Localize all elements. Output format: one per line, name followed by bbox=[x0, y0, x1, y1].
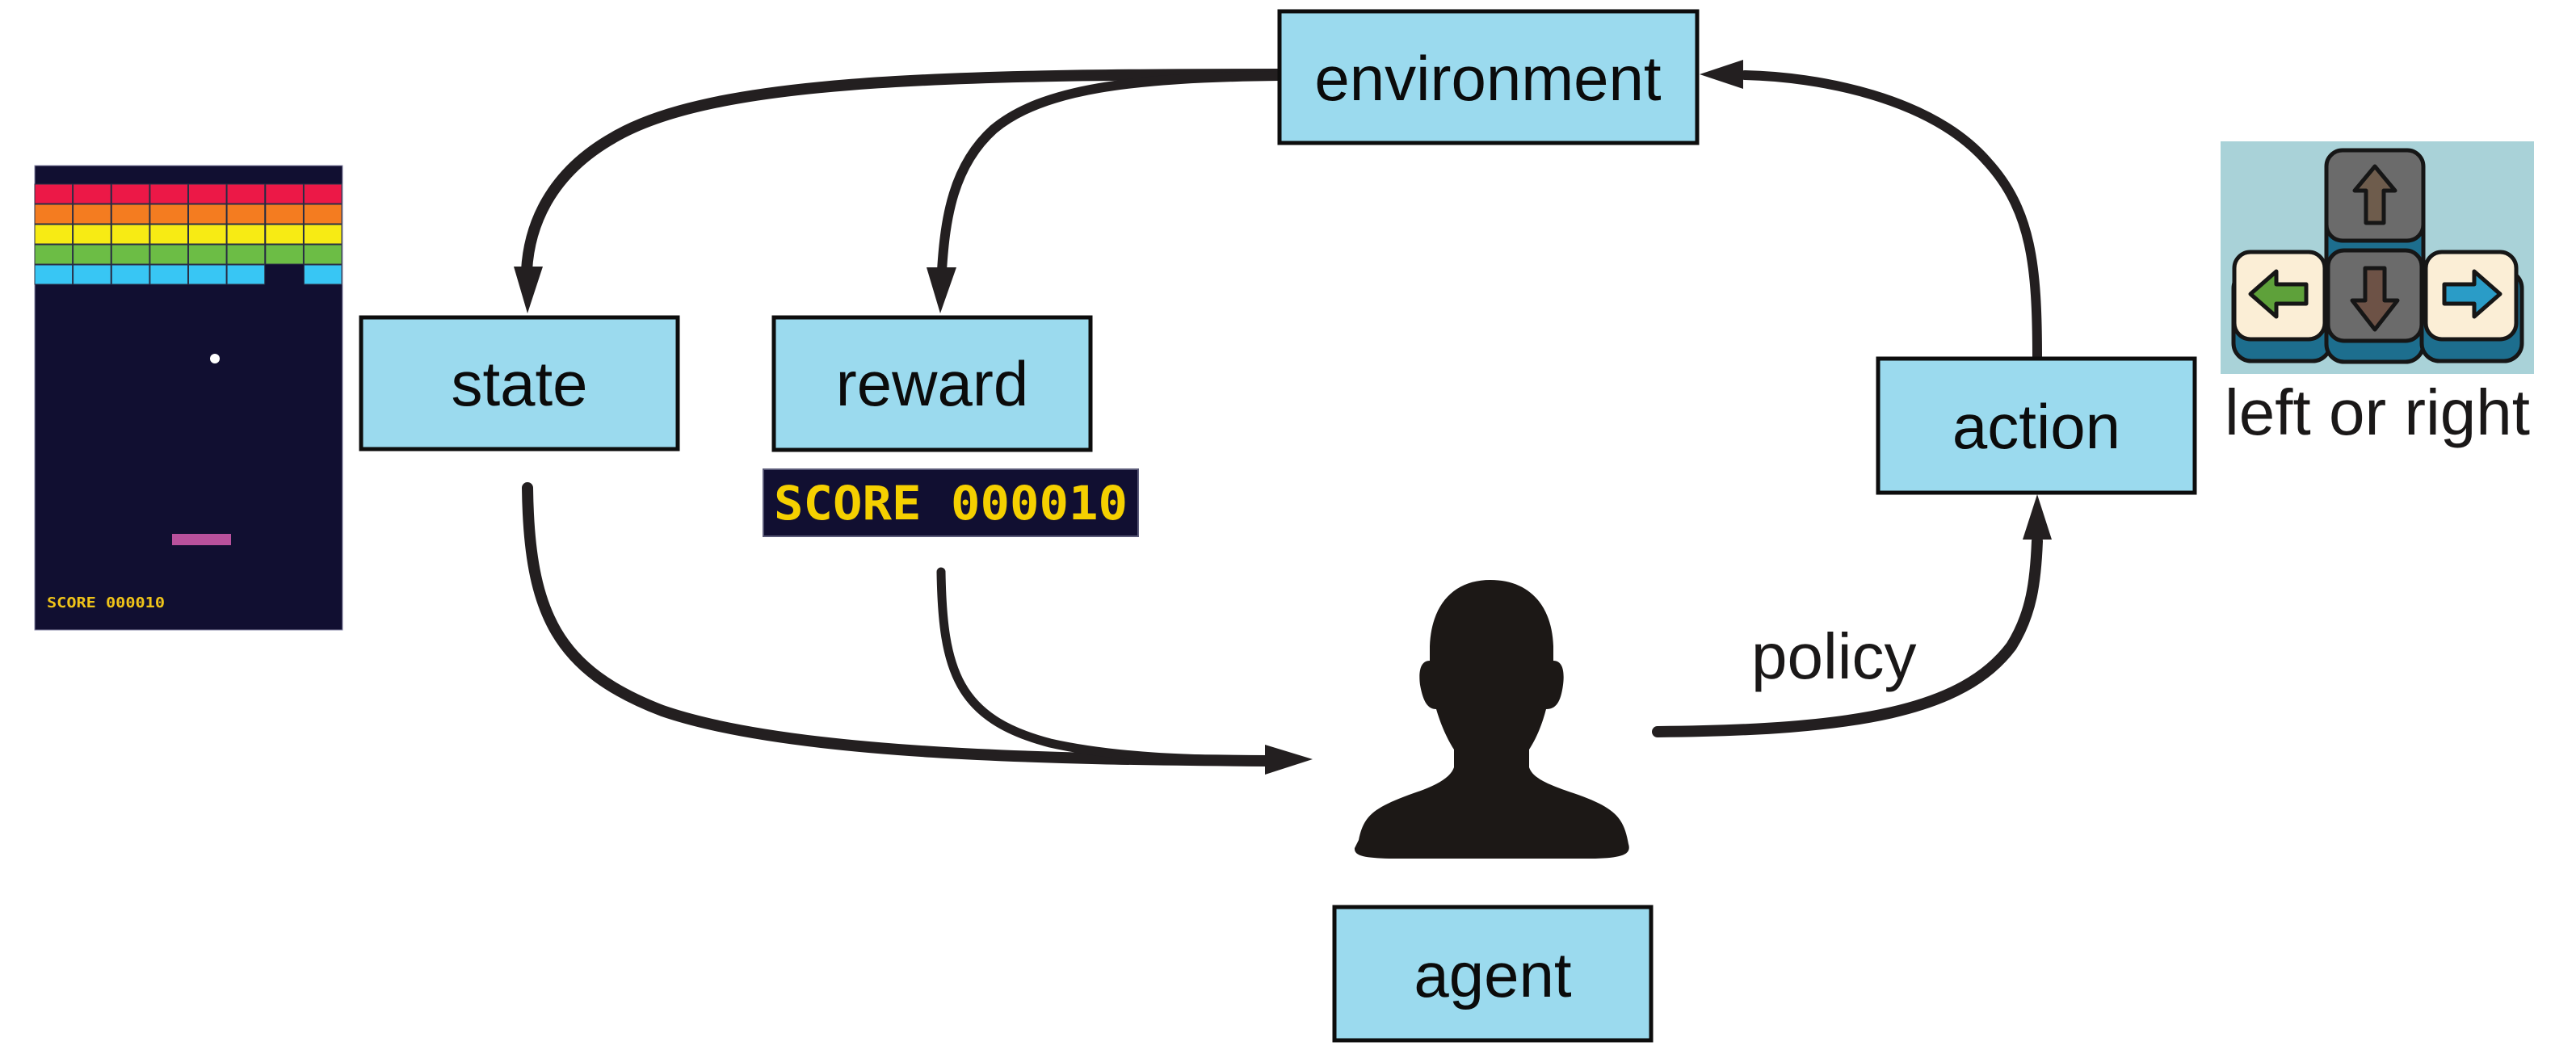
brick bbox=[111, 244, 150, 265]
brick bbox=[188, 244, 227, 265]
brick bbox=[226, 204, 266, 225]
node-action: action bbox=[1876, 356, 2197, 495]
brick bbox=[34, 244, 74, 265]
arrow-state-to-agent bbox=[522, 482, 1274, 766]
arrow-environment-to-state bbox=[521, 69, 1285, 276]
brick bbox=[111, 204, 150, 225]
brick bbox=[149, 224, 188, 245]
brick bbox=[73, 244, 111, 265]
brick bbox=[188, 224, 227, 245]
brick bbox=[34, 204, 74, 225]
node-environment-label: environment bbox=[1314, 43, 1662, 114]
arrow-reward-to-agent bbox=[936, 567, 1273, 766]
brick bbox=[303, 224, 342, 245]
brick bbox=[265, 224, 304, 245]
brick bbox=[188, 183, 227, 204]
brick bbox=[303, 264, 342, 285]
policy-label: policy bbox=[1751, 620, 1917, 692]
arrow-keys-illustration bbox=[2221, 141, 2534, 374]
game-score-text: SCORE 000010 bbox=[47, 594, 165, 611]
arrowheads bbox=[514, 60, 2052, 775]
brick bbox=[73, 264, 111, 285]
arrows bbox=[521, 69, 2043, 766]
brick bbox=[34, 264, 74, 285]
arrow-environment-to-reward bbox=[937, 71, 1284, 275]
action-caption: left or right bbox=[2225, 376, 2530, 448]
brick-wall bbox=[34, 183, 342, 285]
brick bbox=[149, 204, 188, 225]
brick bbox=[149, 244, 188, 265]
agent-silhouette-icon bbox=[1354, 580, 1629, 859]
brick bbox=[149, 183, 188, 204]
node-agent: agent bbox=[1332, 905, 1654, 1043]
node-action-label: action bbox=[1952, 391, 2120, 462]
game-paddle bbox=[172, 534, 231, 545]
down-arrow-key-icon bbox=[2326, 248, 2424, 343]
arrow-policy-agent-to-action bbox=[1652, 536, 2043, 737]
arrow-action-to-environment bbox=[1740, 70, 2042, 363]
brick bbox=[188, 204, 227, 225]
brick bbox=[73, 204, 111, 225]
brick bbox=[149, 264, 188, 285]
node-agent-label: agent bbox=[1414, 939, 1572, 1010]
brick bbox=[265, 183, 304, 204]
brick bbox=[111, 183, 150, 204]
brick bbox=[303, 204, 342, 225]
node-state: state bbox=[359, 315, 680, 452]
brick bbox=[73, 183, 111, 204]
node-reward-label: reward bbox=[836, 348, 1028, 419]
node-environment: environment bbox=[1277, 9, 1700, 145]
reward-score-text: SCORE 000010 bbox=[774, 476, 1128, 531]
arrowhead-into-environment bbox=[1700, 60, 1743, 89]
arrowhead-into-state bbox=[514, 267, 543, 313]
brick bbox=[34, 183, 74, 204]
left-arrow-key-icon bbox=[2232, 250, 2327, 342]
brick bbox=[226, 264, 266, 285]
brick bbox=[73, 224, 111, 245]
breakout-game-screen: SCORE 000010 bbox=[34, 165, 343, 631]
node-state-label: state bbox=[451, 348, 587, 419]
up-arrow-key-icon bbox=[2324, 148, 2426, 243]
arrowhead-into-reward bbox=[927, 267, 956, 313]
brick bbox=[303, 244, 342, 265]
brick bbox=[188, 264, 227, 285]
brick bbox=[111, 264, 150, 285]
arrowhead-into-agent bbox=[1265, 745, 1313, 775]
right-arrow-key-icon bbox=[2423, 250, 2519, 342]
brick bbox=[303, 183, 342, 204]
brick bbox=[111, 224, 150, 245]
reward-score-display: SCORE 000010 bbox=[763, 468, 1139, 537]
brick bbox=[226, 244, 266, 265]
brick bbox=[34, 224, 74, 245]
game-ball bbox=[210, 354, 220, 363]
brick bbox=[265, 204, 304, 225]
brick bbox=[226, 183, 266, 204]
brick bbox=[226, 224, 266, 245]
node-reward: reward bbox=[771, 315, 1093, 452]
arrowhead-into-action bbox=[2023, 494, 2052, 540]
brick bbox=[265, 244, 304, 265]
